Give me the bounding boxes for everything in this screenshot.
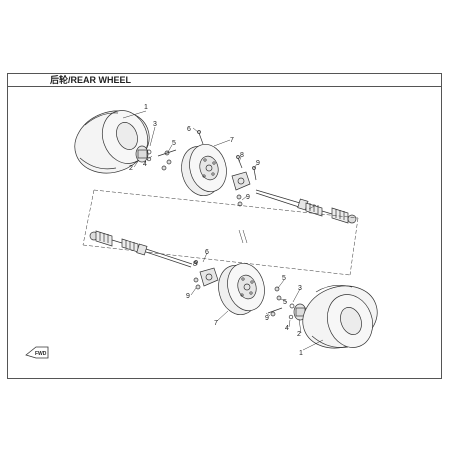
lower-hub-flange	[193, 260, 219, 290]
upper-drive-shaft	[255, 189, 357, 224]
diagram-header: 后轮/REAR WHEEL	[8, 74, 441, 87]
upper-assembly	[74, 110, 357, 224]
lower-studs	[267, 286, 283, 317]
callout-upper-nut: 3	[153, 121, 157, 128]
callout-upper-studs: 5	[172, 140, 176, 147]
lower-leader-lines	[190, 252, 324, 351]
callout-upper-hub: 2	[129, 165, 133, 172]
callout-lower-tire: 1	[299, 350, 303, 357]
upper-wheel-hub	[135, 145, 152, 163]
callout-numbers: 1 3 2 4 5 6 7 8 9 9 6 8 9 7 9 5 5 4 2 3 …	[129, 104, 303, 357]
callout-upper-bolt-right: 9	[256, 160, 260, 167]
callout-upper-washer: 4	[143, 161, 147, 168]
upper-hub-flange	[231, 171, 251, 207]
upper-rim-bolts	[197, 130, 257, 181]
lower-tire	[302, 285, 378, 349]
upper-rim	[181, 144, 227, 196]
upper-tire	[74, 110, 150, 174]
lower-rim	[218, 263, 265, 315]
lower-assembly	[89, 230, 378, 351]
callout-lower-bolt-top: 6	[205, 249, 209, 256]
callout-upper-rim: 7	[230, 137, 234, 144]
callout-lower-bolt-right: 9	[265, 315, 269, 322]
callout-lower-hub: 2	[297, 331, 301, 338]
callout-lower-studs: 5	[282, 275, 286, 282]
forward-arrow-icon: FWD	[25, 346, 49, 359]
upper-studs	[157, 149, 177, 171]
diagram-title: 后轮/REAR WHEEL	[50, 75, 132, 85]
callout-lower-bolt-left: 8	[193, 261, 197, 268]
lower-wheel-hub	[288, 303, 307, 321]
lower-drive-shaft	[89, 230, 193, 268]
callout-lower-rim: 7	[214, 320, 218, 327]
callout-lower-studs-2: 5	[283, 299, 287, 306]
callout-lower-washer: 4	[285, 325, 289, 332]
callout-lower-shaft: 9	[186, 293, 190, 300]
assembly-link-outline	[82, 189, 359, 276]
callout-upper-tire: 1	[144, 104, 148, 111]
callout-upper-bolt-top: 6	[187, 126, 191, 133]
callout-upper-bolt-left: 8	[240, 152, 244, 159]
callout-lower-nut: 3	[298, 285, 302, 292]
upper-leader-lines	[122, 110, 317, 210]
callout-upper-shaft: 9	[246, 194, 250, 201]
forward-label: FWD	[35, 351, 47, 357]
